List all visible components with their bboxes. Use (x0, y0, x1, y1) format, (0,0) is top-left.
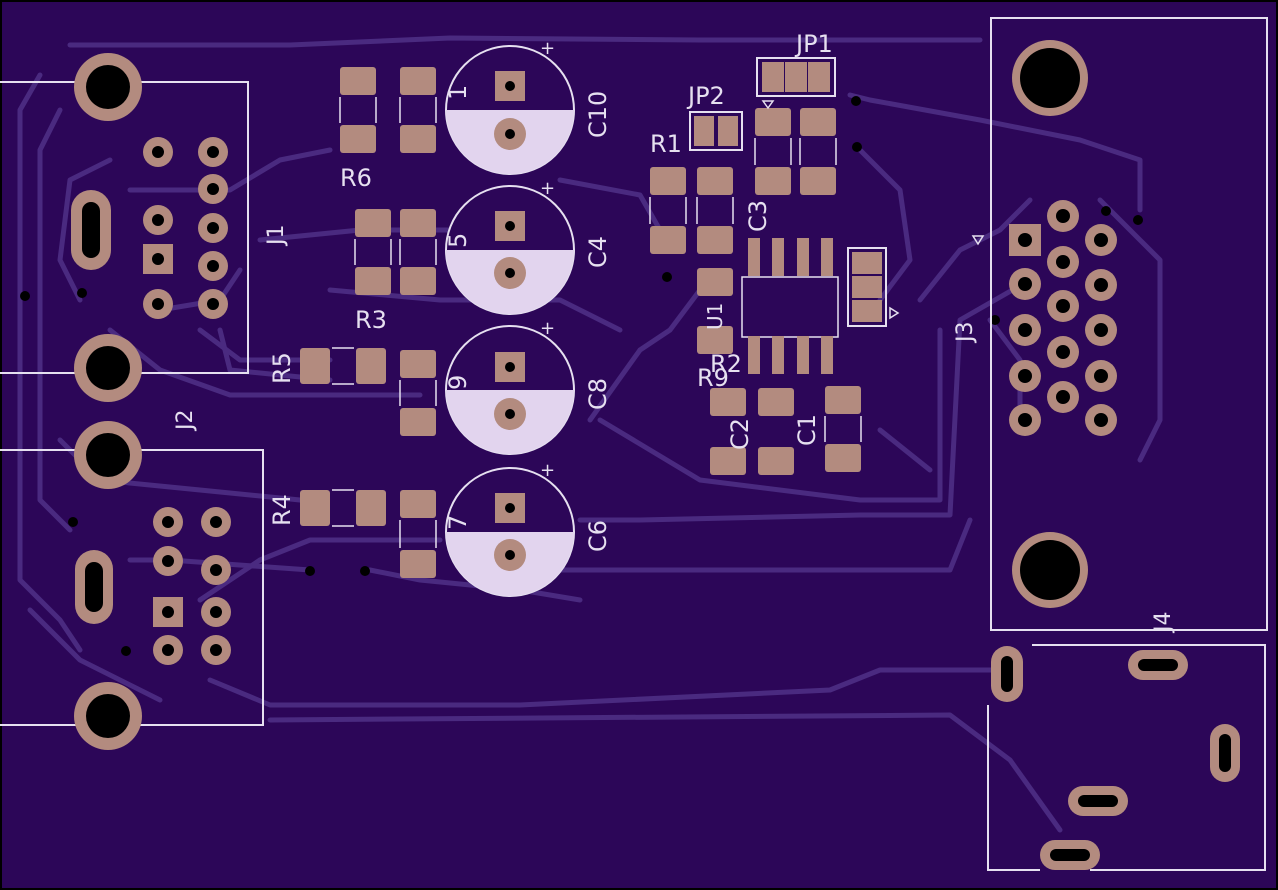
r1-label: R1 (650, 130, 682, 158)
plus-mark: + (540, 318, 555, 339)
smd-pads-centre (650, 108, 861, 475)
jp1-label: JP1 (794, 30, 833, 58)
r5-label: R5 (268, 352, 296, 384)
c6-label: C6 (584, 520, 612, 552)
cap-c10 (445, 45, 575, 175)
smd-pads-left (300, 67, 436, 578)
jp2-label: JP2 (686, 82, 725, 110)
c10-label: C10 (584, 91, 612, 138)
cap-c8 (445, 325, 575, 455)
j3-label: J3 (953, 322, 978, 345)
r2-label: R2 (710, 350, 742, 378)
c4-label: C4 (584, 236, 612, 268)
ic-u1: U1 (703, 238, 839, 374)
silk-labels: R1 R6 R3 R2 R9 R5 R4 C10 C4 C8 C6 C3 C2 … (268, 85, 821, 552)
jumper-jp2: JP2 (686, 82, 743, 151)
c7-partial-label: 7 (444, 515, 472, 530)
c3-label: C3 (744, 200, 772, 232)
c9-partial-label: 9 (444, 375, 472, 390)
u1-label: U1 (703, 303, 727, 330)
cap-c6 (445, 467, 575, 597)
r6-label: R6 (340, 164, 372, 192)
smd-silk-left (332, 97, 437, 548)
j1-label: J1 (264, 225, 289, 248)
connector-j1: J1 (0, 53, 289, 402)
c8-label: C8 (584, 378, 612, 410)
connector-j3: J3 (953, 17, 1268, 631)
r3-label: R3 (355, 306, 387, 334)
c11-partial-label: 1 (444, 85, 472, 100)
jumper-small (847, 247, 900, 327)
c2-label: C2 (726, 418, 754, 450)
connector-j2: J2 (0, 410, 264, 750)
plus-mark: + (540, 38, 555, 59)
plus-mark: + (540, 460, 555, 481)
j4-label: J4 (1151, 612, 1176, 635)
c5-partial-label: 5 (444, 233, 472, 248)
smd-silk-centre (649, 138, 862, 442)
jumper-jp1: JP1 (756, 30, 836, 110)
cap-c4 (445, 185, 575, 315)
j2-label: J2 (173, 410, 198, 433)
j4-silk-outline (987, 644, 1266, 871)
cap-plus-marks: + + + + (540, 38, 555, 481)
j3-silk-outline (990, 17, 1268, 631)
r9-label: R9 (697, 364, 729, 392)
connector-j4: J4 (987, 612, 1266, 871)
plus-mark: + (540, 178, 555, 199)
c1-label: C1 (793, 414, 821, 446)
r4-label: R4 (268, 494, 296, 526)
